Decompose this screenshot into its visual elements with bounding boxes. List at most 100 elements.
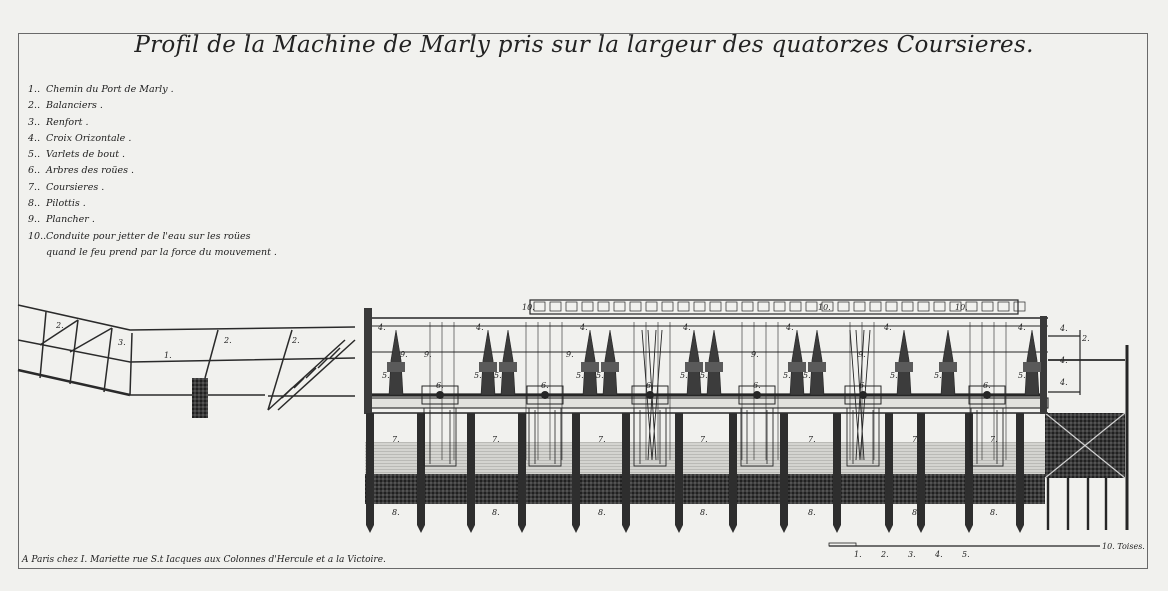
scale-tick-5: 5.: [962, 550, 970, 559]
legend-number: 4..: [28, 132, 41, 144]
floor-plancher: [364, 397, 1049, 409]
wheel-paddle-frame: [423, 407, 457, 467]
piling-tip: [917, 525, 925, 533]
varlet-block: [895, 362, 913, 372]
varlet-block: [705, 362, 723, 372]
callout-pilotis: 8.: [700, 508, 708, 517]
legend-label: Arbres des roües .: [46, 165, 135, 177]
legend-number: 3..: [28, 116, 41, 128]
gallery-box: [757, 301, 770, 312]
callout-croix: 4.: [475, 323, 484, 332]
legend-number: 10..: [28, 230, 47, 242]
varlet-block: [387, 362, 405, 372]
right-frame-post: [1040, 316, 1047, 414]
pier-cross-brace: [1044, 412, 1126, 479]
legend-item: 7..Coursieres .: [28, 180, 277, 196]
callout-coursiere: 7.: [700, 435, 708, 444]
gallery-box: [533, 301, 546, 312]
croix-orizontale: [849, 329, 871, 461]
gallery-box: [949, 301, 962, 312]
publisher-imprint: A Paris chez I. Mariette rue S.t Iacques…: [22, 555, 386, 565]
wheel-hub-box: [421, 385, 459, 405]
callout-varlet: 5.: [576, 371, 584, 380]
legend-item: 9..Plancher .: [28, 212, 277, 228]
piling: [366, 413, 374, 525]
piling: [572, 413, 580, 525]
callout-plancher-mid-2: 9.: [751, 350, 759, 359]
wheel-hub-box: [631, 385, 669, 405]
varlet-block: [939, 362, 957, 372]
scale-tick-4: 4.: [934, 550, 943, 559]
piling: [780, 413, 788, 525]
callout-chemin: 1.: [164, 351, 172, 360]
gallery-box: [965, 301, 978, 312]
piling-tip: [1016, 525, 1024, 533]
ramp-braces: [39, 319, 113, 353]
staircase-treads: [281, 347, 341, 399]
wheel-hub-box: [968, 385, 1006, 405]
piling-tip: [366, 525, 374, 533]
callout-coursiere: 7.: [392, 435, 400, 444]
gallery-box: [725, 301, 738, 312]
gallery-box: [821, 301, 834, 312]
varlet-block: [499, 362, 517, 372]
piling-tip: [518, 525, 526, 533]
croix-orizontale: [641, 329, 663, 461]
callout-croix-left: 4.: [377, 323, 386, 332]
bridge-struts: [204, 329, 293, 411]
gallery-box: [933, 301, 946, 312]
piling: [675, 413, 683, 525]
middle-rail: [17, 339, 356, 363]
scale-bar: 1. 2. 3. 4. 5.: [828, 542, 1100, 559]
callout-pilotis: 8.: [912, 508, 920, 517]
legend-label: Plancher .: [46, 214, 95, 226]
piling-tip: [780, 525, 788, 533]
legend-label: Renfort .: [46, 116, 89, 128]
piling: [1016, 413, 1024, 525]
legend-item: 1.. Chemin du Port de Marly .: [28, 82, 277, 98]
piling-tip: [729, 525, 737, 533]
scale-tick-1: 1.: [854, 550, 862, 559]
gallery-box: [597, 301, 610, 312]
gallery-box: [661, 301, 674, 312]
legend-label: Chemin du Port de Marly .: [46, 84, 174, 95]
gallery-box: [997, 301, 1010, 312]
legend-item: 8..Pilottis .: [28, 196, 277, 212]
callout-arbre: 6.: [753, 381, 761, 390]
callout-varlet: 5.: [494, 371, 502, 380]
wheel-paddle-frame: [528, 407, 562, 467]
legend-label: Balanciers .: [46, 100, 103, 112]
varlet-block: [808, 362, 826, 372]
wheel-hub-box: [844, 385, 882, 405]
callout-varlet: 5.: [680, 371, 688, 380]
gallery-box: [789, 301, 802, 312]
piling: [965, 413, 973, 525]
ramp-posts: [39, 311, 133, 396]
legend-number: 1..: [28, 84, 41, 95]
piling-tip: [885, 525, 893, 533]
legend-label: Coursieres .: [46, 181, 105, 193]
wheel-hub: [541, 391, 549, 399]
legend-item: 10..Conduite pour jetter de l'eau sur le…: [28, 229, 277, 258]
piling: [833, 413, 841, 525]
legend-item: 6.. Arbres des roües .: [28, 163, 277, 179]
legend-label: Varlets de bout .: [46, 149, 126, 161]
callout-plancher-left: 9.: [400, 350, 408, 359]
legend-number: 6..: [28, 165, 41, 177]
callout-varlet: 5.: [934, 371, 942, 380]
legend: 1..Chemin du Port de Marly . 2..Balancie…: [28, 82, 277, 258]
gallery-box: [869, 301, 882, 312]
varlet-block: [479, 362, 497, 372]
gallery-box: [693, 301, 706, 312]
wheel-hub-box: [738, 385, 776, 405]
legend-label: Croix Orizontale .: [46, 132, 132, 144]
river-bed: [365, 412, 1126, 504]
callout-varlet: 5.: [382, 371, 390, 380]
wheel-paddle-frame: [740, 407, 774, 467]
callout-arbre: 6.: [859, 381, 867, 390]
callout-renfort: 3.: [118, 338, 126, 347]
callout-pilotis: 8.: [990, 508, 998, 517]
callout-coursiere: 7.: [808, 435, 816, 444]
wheel-paddle-frame: [970, 407, 1004, 467]
callout-arbre: 6.: [541, 381, 549, 390]
